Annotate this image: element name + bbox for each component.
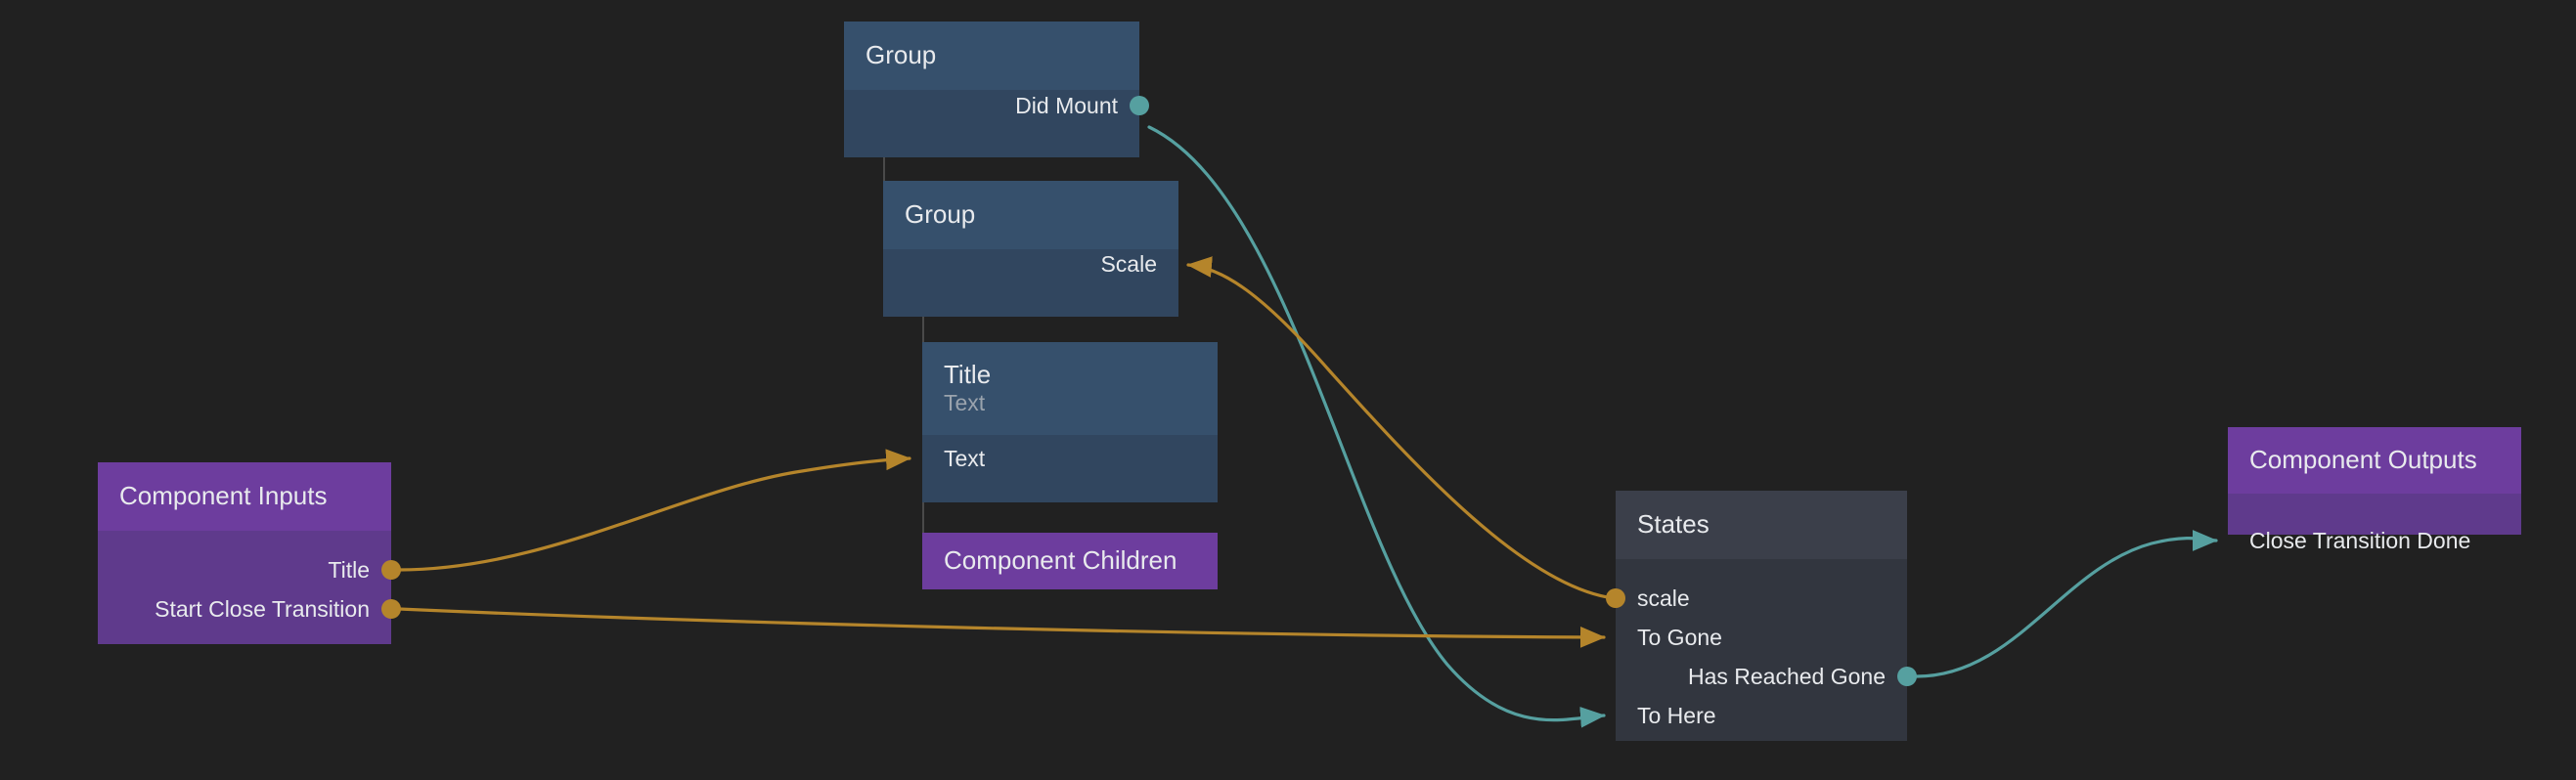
node-title: Group (905, 199, 976, 230)
edge-scale-state-to-scale[interactable] (1186, 256, 1616, 600)
port-did-mount[interactable]: Did Mount (1015, 91, 1118, 120)
port-label: Scale (1100, 250, 1157, 277)
port-label: Start Close Transition (155, 595, 370, 622)
port-dot-did-mount[interactable] (1130, 96, 1149, 115)
port-label: Close Transition Done (2249, 527, 2471, 553)
port-label: Title (328, 556, 370, 583)
port-label: To Gone (1637, 624, 1722, 650)
port-to-here[interactable]: To Here (1637, 701, 1716, 730)
node-title: Group (866, 40, 937, 70)
node-body (2228, 494, 2521, 535)
node-component-children[interactable]: Component Children (922, 533, 1218, 589)
node-body (844, 90, 1139, 157)
port-label: scale (1637, 585, 1690, 611)
node-body (98, 531, 391, 644)
node-title: Component Inputs (119, 481, 328, 511)
edge-start-close-to-to-gone[interactable] (397, 607, 1606, 648)
port-label: To Here (1637, 702, 1716, 728)
node-subtitle: Text (944, 390, 986, 416)
node-header[interactable]: Component Inputs (98, 462, 391, 531)
port-label: Has Reached Gone (1687, 663, 1886, 689)
node-title: Component Children (944, 545, 1177, 576)
port-dot-has-reached-gone[interactable] (1897, 667, 1917, 686)
port-text-in[interactable]: Text (944, 444, 985, 473)
port-scale-in[interactable]: Scale (1100, 249, 1157, 279)
port-title-out[interactable]: Title (328, 555, 370, 585)
node-body (883, 249, 1178, 317)
port-label: Text (944, 445, 986, 471)
port-label: Did Mount (1015, 92, 1118, 118)
port-dot-start-close-out[interactable] (381, 599, 401, 619)
port-dot-scale-state[interactable] (1606, 588, 1625, 608)
node-header[interactable]: States (1616, 491, 1907, 559)
node-title: Component Outputs (2249, 445, 2477, 475)
port-scale-state[interactable]: scale (1637, 584, 1690, 613)
port-close-transition-done[interactable]: Close Transition Done (2249, 526, 2470, 555)
port-start-close-out[interactable]: Start Close Transition (155, 594, 370, 624)
port-dot-title-out[interactable] (381, 560, 401, 580)
node-header[interactable]: Group (883, 181, 1178, 249)
node-body (1616, 559, 1907, 741)
node-title: States (1637, 509, 1710, 540)
port-to-gone[interactable]: To Gone (1637, 623, 1722, 652)
node-title: Title (944, 360, 992, 390)
edge-title-to-text[interactable] (397, 449, 911, 572)
port-has-reached-gone[interactable]: Has Reached Gone (1688, 662, 1886, 691)
node-header[interactable]: Component Outputs (2228, 427, 2521, 494)
node-header[interactable]: Group (844, 22, 1139, 90)
edge-has-reached-to-close-done[interactable] (1915, 530, 2218, 678)
